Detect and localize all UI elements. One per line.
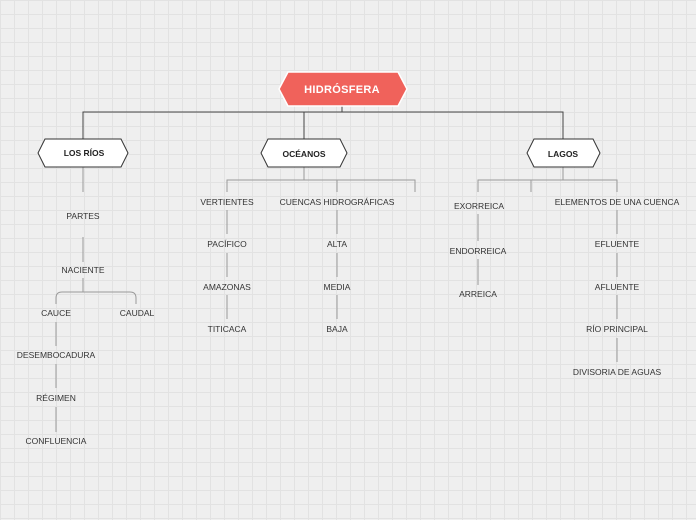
subtopic-pacifico[interactable]: PACÍFICO	[207, 239, 247, 249]
naciente-bracket	[55, 291, 137, 304]
topic-oceanos[interactable]: OCÉANOS	[282, 149, 326, 159]
lagos-node-shape[interactable]	[526, 138, 601, 168]
subtopic-titicaca[interactable]: TITICACA	[207, 324, 247, 334]
subtopic-regimen[interactable]: RÉGIMEN	[36, 393, 76, 403]
subtopic-elementos-de-una-cuenca[interactable]: ELEMENTOS DE UNA CUENCA	[554, 197, 680, 207]
subtopic-arreica[interactable]: ARREICA	[459, 289, 497, 299]
main-branch-line	[82, 111, 564, 139]
root-node-shape[interactable]	[278, 71, 408, 107]
subtopic-afluente[interactable]: AFLUENTE	[594, 282, 640, 292]
subtopic-vertientes[interactable]: VERTIENTES	[200, 197, 254, 207]
lagos-bracket	[477, 179, 618, 192]
main-connectors	[82, 104, 564, 139]
sub-connectors	[55, 167, 618, 432]
subtopic-cuencas-hidrograficas[interactable]: CUENCAS HIDROGRÁFICAS	[279, 197, 395, 207]
subtopic-naciente[interactable]: NACIENTE	[61, 265, 105, 275]
subtopic-caudal[interactable]: CAUDAL	[119, 308, 155, 318]
subtopic-desembocadura[interactable]: DESEMBOCADURA	[16, 350, 96, 360]
subtopic-alta[interactable]: ALTA	[327, 239, 347, 249]
subtopic-divisoria-de-aguas[interactable]: DIVISORIA DE AGUAS	[572, 367, 662, 377]
topic-lagos[interactable]: LAGOS	[547, 149, 579, 159]
oceanos-bracket	[226, 179, 416, 192]
subtopic-exorreica[interactable]: EXORREICA	[453, 201, 505, 211]
subtopic-baja[interactable]: BAJA	[326, 324, 348, 334]
subtopic-rio-principal[interactable]: RÍO PRINCIPAL	[586, 324, 648, 334]
subtopic-confluencia[interactable]: CONFLUENCIA	[25, 436, 87, 446]
root-topic[interactable]: HIDRÓSFERA	[304, 84, 380, 96]
subtopic-endorreica[interactable]: ENDORREICA	[449, 246, 507, 256]
topic-los-rios[interactable]: LOS RÍOS	[63, 148, 105, 158]
subtopic-media[interactable]: MEDIA	[323, 282, 351, 292]
subtopic-cauce[interactable]: CAUCE	[41, 308, 71, 318]
rios-node-shape[interactable]	[37, 138, 129, 168]
oceanos-node-shape[interactable]	[260, 138, 348, 168]
subtopic-partes[interactable]: PARTES	[66, 211, 100, 221]
subtopic-efluente[interactable]: EFLUENTE	[594, 239, 640, 249]
subtopic-amazonas[interactable]: AMAZONAS	[203, 282, 251, 292]
